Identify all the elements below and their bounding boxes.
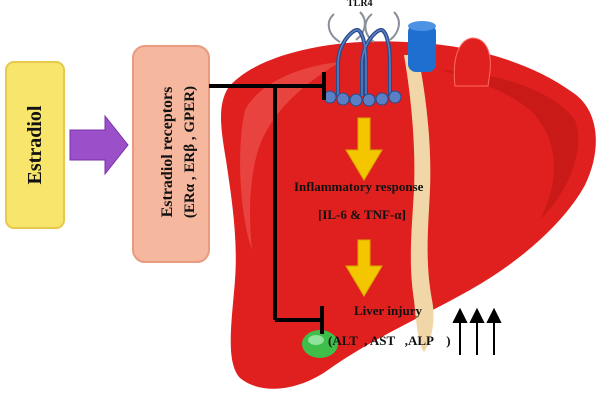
gallbladder-highlight <box>308 335 324 345</box>
blue-vessel <box>408 24 436 72</box>
estradiol-label: Estradiol <box>24 105 46 185</box>
tlr4-label: TLR4 <box>347 0 373 9</box>
liver-enzymes-label: (ALT , AST ,ALP ) <box>328 333 451 348</box>
receptors-list: (ERα , ERβ , GPER) <box>182 85 198 219</box>
liver-shape <box>221 41 596 389</box>
red-artery <box>453 37 491 87</box>
liver-right-lobe-shade <box>440 70 579 220</box>
liver-injury-label: Liver injury <box>354 303 423 318</box>
hepatic-vessel <box>404 55 434 352</box>
increase-arrows <box>452 307 502 355</box>
blue-vessel-top <box>408 21 436 31</box>
estradiol-to-receptor-arrow <box>69 114 129 176</box>
estradiol-box <box>5 61 65 229</box>
liver-highlight <box>240 62 340 250</box>
inflammatory-response-label: Inflammatory response <box>294 179 424 194</box>
tlr4-to-inflammation-arrow <box>345 117 383 181</box>
receptors-title: Estradiol receptors <box>159 86 176 218</box>
tlr4-receptor <box>323 11 402 107</box>
cytokines-label: [IL-6 & TNF-α] <box>318 207 406 222</box>
inflammation-to-injury-arrow <box>345 239 383 297</box>
receptor-box <box>132 45 210 263</box>
inhibition-pathway <box>209 72 326 334</box>
